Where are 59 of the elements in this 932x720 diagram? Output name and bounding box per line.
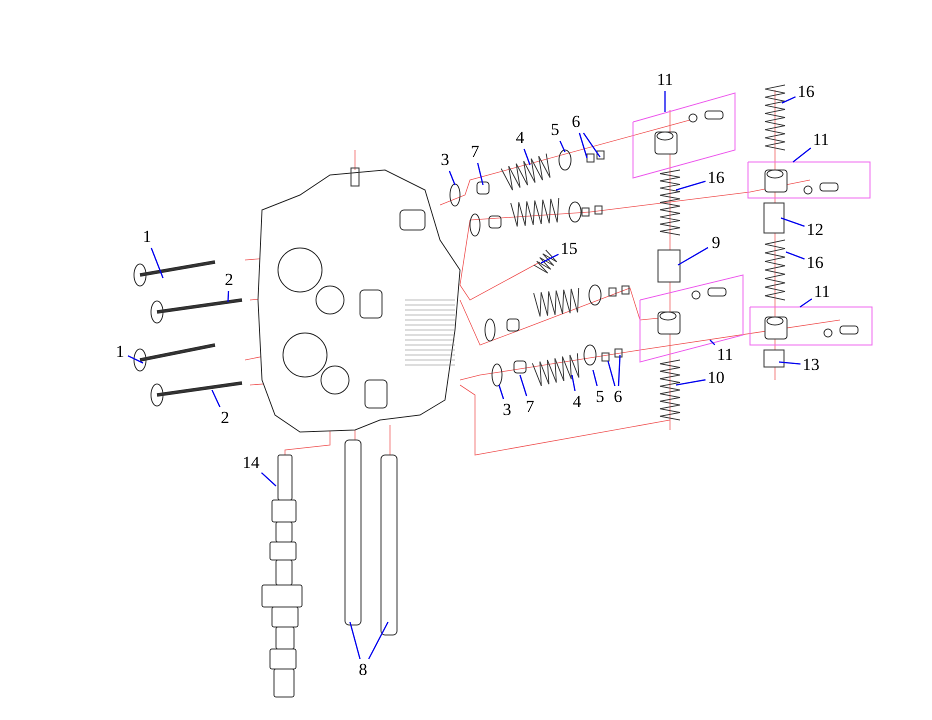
callout-number: 4 (516, 129, 524, 147)
leader-line (368, 622, 389, 660)
leader-line (498, 384, 504, 400)
callout-number: 3 (440, 151, 450, 169)
leader-line (800, 298, 812, 308)
leader-line (448, 170, 456, 186)
leader-line (582, 132, 601, 158)
leader-line (261, 472, 276, 486)
leader-line (710, 340, 716, 346)
callout-number: 16 (806, 254, 824, 272)
callout-number: 7 (470, 143, 480, 161)
callout-number: 11 (716, 346, 734, 364)
callout-number: 14 (242, 454, 260, 472)
callout-number: 11 (656, 71, 674, 89)
callout-number: 10 (708, 369, 724, 387)
callout-number: 9 (712, 234, 720, 252)
leader-line (592, 370, 598, 386)
leader-line (678, 247, 708, 266)
callout-number: 2 (224, 271, 234, 289)
leader-line (128, 355, 144, 364)
leader-line (559, 140, 566, 152)
callout-number: 6 (572, 113, 580, 131)
callout-number: 8 (358, 661, 368, 679)
callout-number: 6 (614, 388, 622, 406)
callout-number: 12 (806, 221, 824, 239)
leader-line (607, 360, 616, 386)
leader-line (349, 622, 361, 660)
leader-line (664, 91, 666, 112)
leader-line (792, 147, 812, 163)
callout-number: 5 (596, 388, 604, 406)
callout-number: 3 (502, 401, 512, 419)
callout-number: 15 (560, 240, 578, 258)
leader-line (778, 361, 801, 365)
callout-number: 1 (142, 228, 152, 246)
callout-number: 13 (802, 356, 820, 374)
leader-line (578, 132, 588, 158)
leader-line (211, 390, 220, 408)
leader-line (477, 162, 484, 186)
leader-line (676, 180, 706, 191)
callout-number: 16 (798, 83, 814, 101)
callout-number: 1 (116, 343, 124, 361)
leader-line (523, 148, 531, 166)
leader-line (676, 379, 706, 386)
leader-line (540, 254, 559, 264)
callout-number: 16 (708, 169, 724, 187)
leader-line (618, 354, 621, 386)
leader-line (227, 290, 230, 302)
leader-line (786, 251, 805, 260)
callout-number: 2 (220, 409, 230, 427)
callout-number: 5 (550, 121, 560, 139)
leader-line (519, 374, 528, 396)
callout-number: 11 (812, 131, 830, 149)
callout-number: 11 (814, 283, 830, 301)
leader-line (780, 217, 805, 227)
leader-line (782, 96, 796, 104)
callout-number: 7 (526, 398, 534, 416)
callout-number: 4 (572, 393, 582, 411)
leader-line (571, 374, 576, 392)
leader-line (150, 248, 164, 278)
